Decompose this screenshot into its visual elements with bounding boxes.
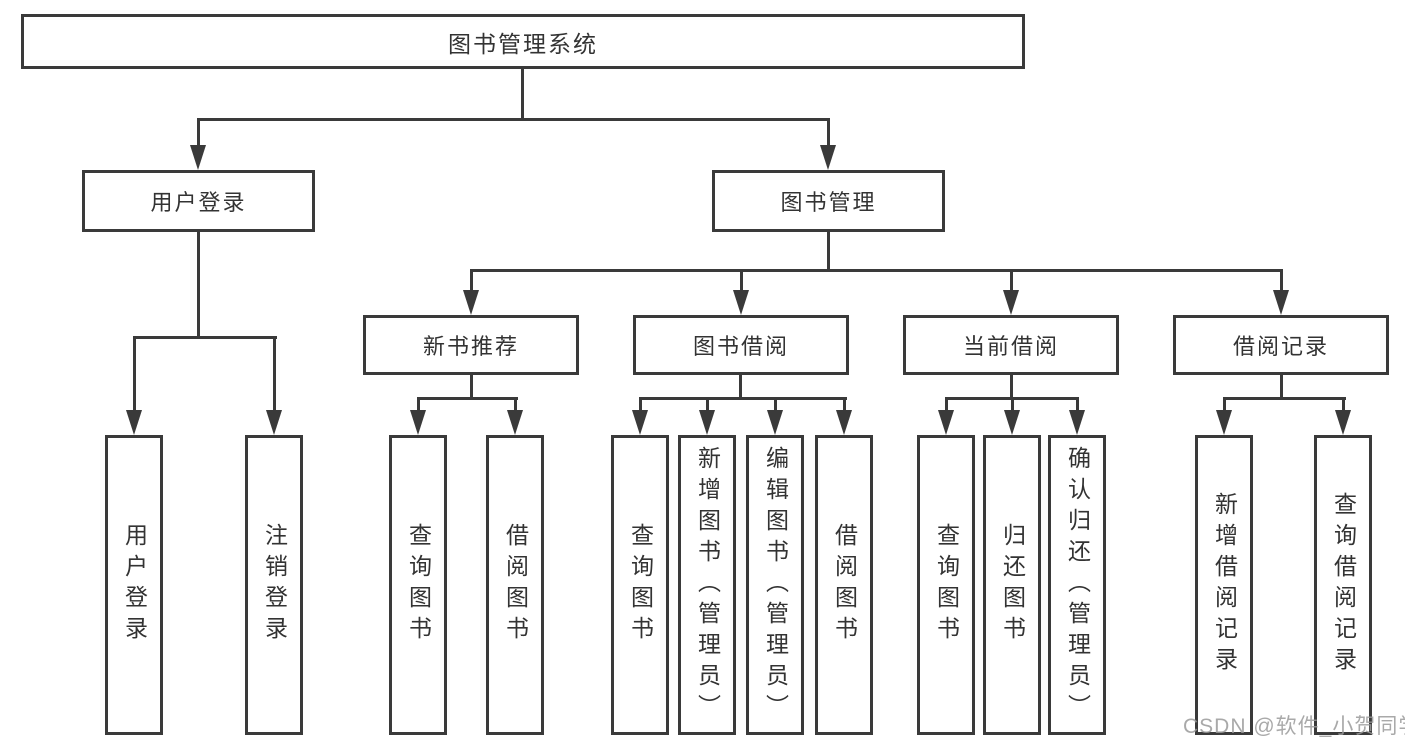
leaf-label: 查询图书 [405,523,432,647]
connector-line [470,269,1283,272]
connector-line [1223,397,1346,400]
connector-line [197,232,200,339]
connector-line [843,397,846,413]
node-label: 用户登录 [150,190,247,215]
node-current-borrowing: 当前借阅 [903,315,1119,375]
leaf-borrow-books-recommend: 借阅图书 [486,435,544,735]
leaf-label: 查询图书 [627,523,654,647]
arrow-down-icon [820,145,836,170]
leaf-label: 查询借阅记录 [1330,492,1357,678]
connector-line [514,397,517,413]
connector-line [197,118,830,121]
leaf-label: 确认归还（管理员） [1064,445,1091,725]
leaf-query-borrow-record: 查询借阅记录 [1314,435,1372,735]
connector-line [827,118,830,150]
connector-line [639,397,847,400]
leaf-label: 用户登录 [121,523,148,647]
connector-line [1342,397,1345,413]
arrow-down-icon [938,410,954,435]
arrow-down-icon [767,410,783,435]
leaf-edit-books-admin: 编辑图书（管理员） [746,435,804,735]
node-library-management-system: 图书管理系统 [21,14,1025,69]
arrow-down-icon [1004,410,1020,435]
arrow-down-icon [733,290,749,315]
connector-line [197,118,200,150]
connector-line [774,397,777,413]
leaf-label: 归还图书 [999,523,1026,647]
node-user-login: 用户登录 [82,170,315,232]
connector-line [470,269,473,295]
connector-line [1280,269,1283,295]
node-label: 当前借阅 [962,334,1059,359]
connector-line [273,336,276,416]
connector-line [945,397,948,413]
leaf-query-books-recommend: 查询图书 [389,435,447,735]
leaf-label: 编辑图书（管理员） [762,445,789,725]
connector-line [639,397,642,413]
arrow-down-icon [410,410,426,435]
arrow-down-icon [190,145,206,170]
arrow-down-icon [1216,410,1232,435]
node-borrowing-records: 借阅记录 [1173,315,1389,375]
node-label: 图书管理 [780,190,877,215]
node-label: 新书推荐 [422,334,519,359]
arrow-down-icon [1273,290,1289,315]
connector-line [1010,375,1013,400]
connector-line [1010,269,1013,295]
leaf-borrow-books: 借阅图书 [815,435,873,735]
connector-line [1223,397,1226,413]
node-new-book-recommend: 新书推荐 [363,315,579,375]
arrow-down-icon [126,410,142,435]
node-label: 图书管理系统 [448,30,598,57]
leaf-add-books-admin: 新增图书（管理员） [678,435,736,735]
leaf-add-borrow-record: 新增借阅记录 [1195,435,1253,735]
connector-line [1011,397,1014,413]
leaf-label: 查询图书 [933,523,960,647]
connector-line [1280,375,1283,400]
leaf-user-login: 用户登录 [105,435,163,735]
leaf-label: 新增借阅记录 [1211,492,1238,678]
node-label: 图书借阅 [692,334,789,359]
leaf-query-books-borrowing: 查询图书 [611,435,669,735]
connector-line [133,336,277,339]
node-book-borrowing: 图书借阅 [633,315,849,375]
leaf-logout: 注销登录 [245,435,303,735]
leaf-query-books-current: 查询图书 [917,435,975,735]
connector-line [521,69,524,120]
connector-line [133,336,136,416]
leaf-label: 借阅图书 [502,523,529,647]
connector-line [706,397,709,413]
arrow-down-icon [836,410,852,435]
leaf-label: 注销登录 [261,523,288,647]
arrow-down-icon [1003,290,1019,315]
leaf-label: 借阅图书 [831,523,858,647]
node-book-management: 图书管理 [712,170,945,232]
connector-line [739,375,742,400]
leaf-label: 新增图书（管理员） [694,445,721,725]
arrow-down-icon [1069,410,1085,435]
arrow-down-icon [266,410,282,435]
leaf-confirm-return-admin: 确认归还（管理员） [1048,435,1106,735]
connector-line [827,232,830,272]
connector-line [740,269,743,295]
arrow-down-icon [463,290,479,315]
connector-line [417,397,420,413]
connector-line [417,397,518,400]
connector-line [470,375,473,400]
connector-line [1076,397,1079,413]
arrow-down-icon [699,410,715,435]
arrow-down-icon [632,410,648,435]
csdn-watermark: CSDN @软件_小贺同学 [1183,715,1405,738]
arrow-down-icon [507,410,523,435]
arrow-down-icon [1335,410,1351,435]
leaf-return-books: 归还图书 [983,435,1041,735]
node-label: 借阅记录 [1232,334,1329,359]
